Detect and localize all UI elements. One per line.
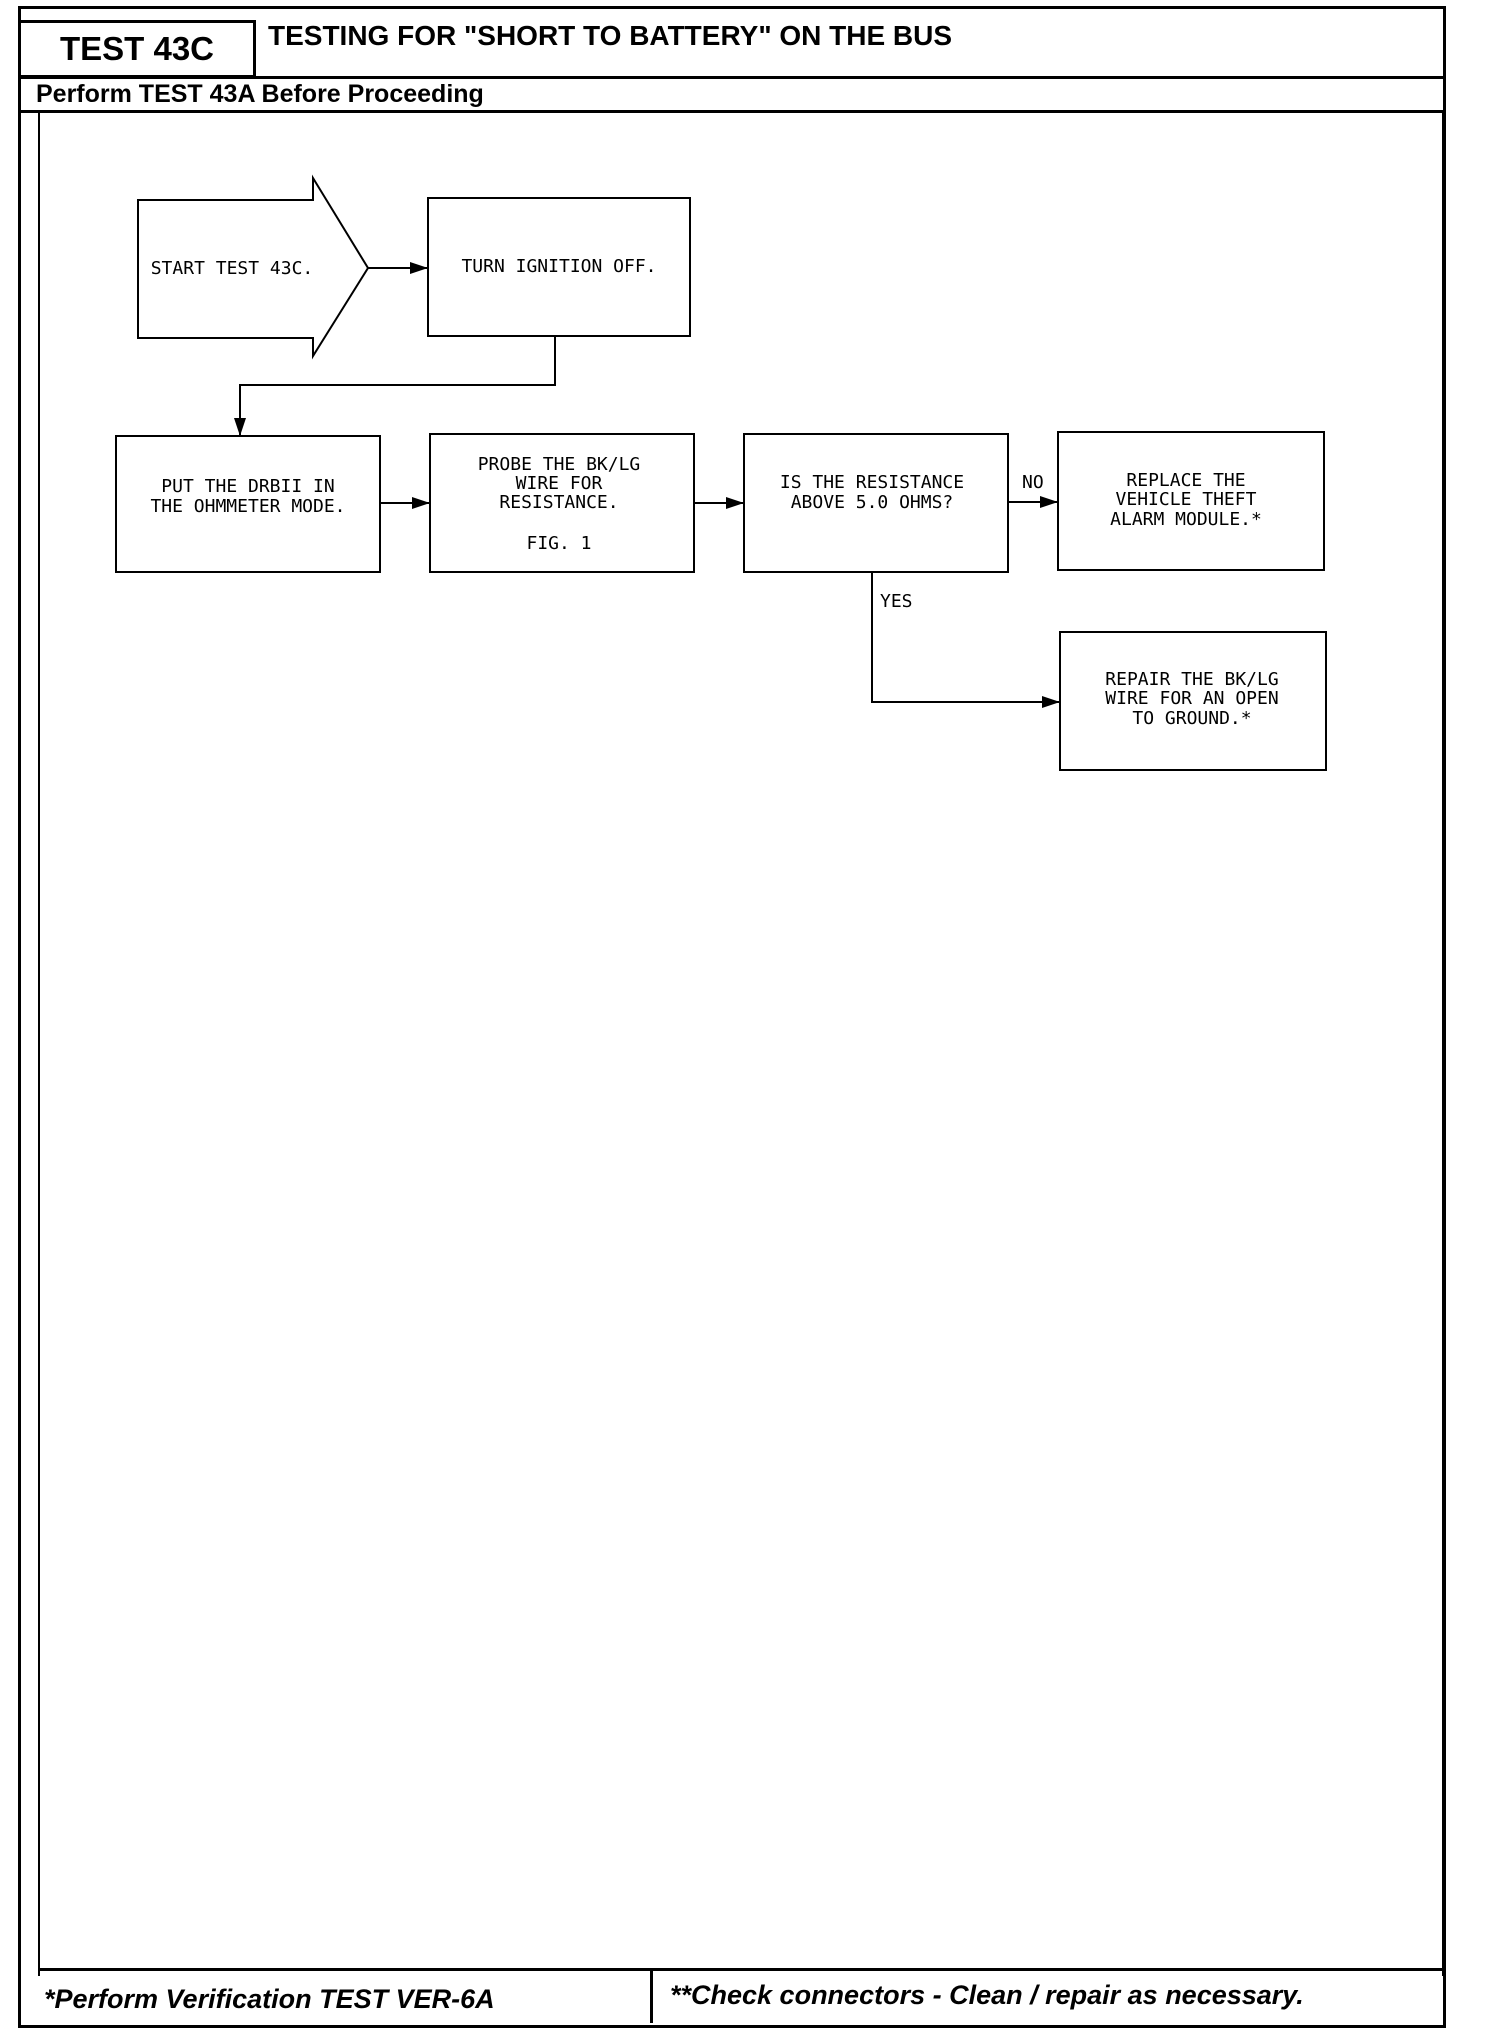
no-branch-label: NO — [1022, 472, 1044, 493]
page-frame — [18, 6, 1446, 2028]
step-ohmmeter-mode-line2: THE OHMMETER MODE. — [150, 496, 345, 517]
header-divider-2 — [18, 110, 1446, 113]
result-replace-module-line1: REPLACE THE — [1126, 470, 1245, 491]
result-replace-module-line2: VEHICLE THEFT — [1116, 489, 1257, 510]
footer-connectors-note: **Check connectors - Clean / repair as n… — [670, 1980, 1304, 2010]
step-probe-wire-fig: FIG. 1 — [526, 533, 591, 554]
result-repair-wire-line1: REPAIR THE BK/LG — [1105, 669, 1278, 690]
result-repair-wire — [1059, 631, 1327, 771]
start-shape — [137, 174, 370, 360]
result-replace-module — [1057, 431, 1325, 571]
arrow-decision-to-yes — [871, 572, 1060, 708]
header-divider — [18, 76, 1446, 79]
result-replace-module-line3: ALARM MODULE.* — [1110, 509, 1262, 530]
arrow-step1-to-step2 — [234, 336, 556, 436]
step-turn-ignition-off-label: TURN IGNITION OFF. — [461, 256, 656, 277]
footer-divider — [38, 1968, 1444, 1971]
yes-branch-label: YES — [880, 591, 913, 612]
page-title: TESTING FOR "SHORT TO BATTERY" ON THE BU… — [268, 20, 953, 51]
step-probe-wire-line1: PROBE THE BK/LG — [478, 454, 641, 475]
start-label: START TEST 43C. — [151, 258, 314, 279]
decision-resistance-line1: IS THE RESISTANCE — [780, 472, 964, 493]
footer-verification-note: *Perform Verification TEST VER-6A — [44, 1984, 495, 2014]
footer-separator — [650, 1968, 653, 2023]
prerequisite-text: Perform TEST 43A Before Proceeding — [36, 80, 484, 108]
inner-border-right — [1442, 110, 1444, 1976]
decision-resistance-line2: ABOVE 5.0 OHMS? — [791, 492, 954, 513]
inner-border-left — [38, 110, 40, 1976]
result-repair-wire-line2: WIRE FOR AN OPEN — [1105, 688, 1278, 709]
step-probe-wire-line2: WIRE FOR — [516, 473, 603, 494]
step-ohmmeter-mode-line1: PUT THE DRBII IN — [161, 476, 334, 497]
step-probe-wire-line3: RESISTANCE. — [499, 492, 618, 513]
result-repair-wire-line3: TO GROUND.* — [1132, 708, 1251, 729]
